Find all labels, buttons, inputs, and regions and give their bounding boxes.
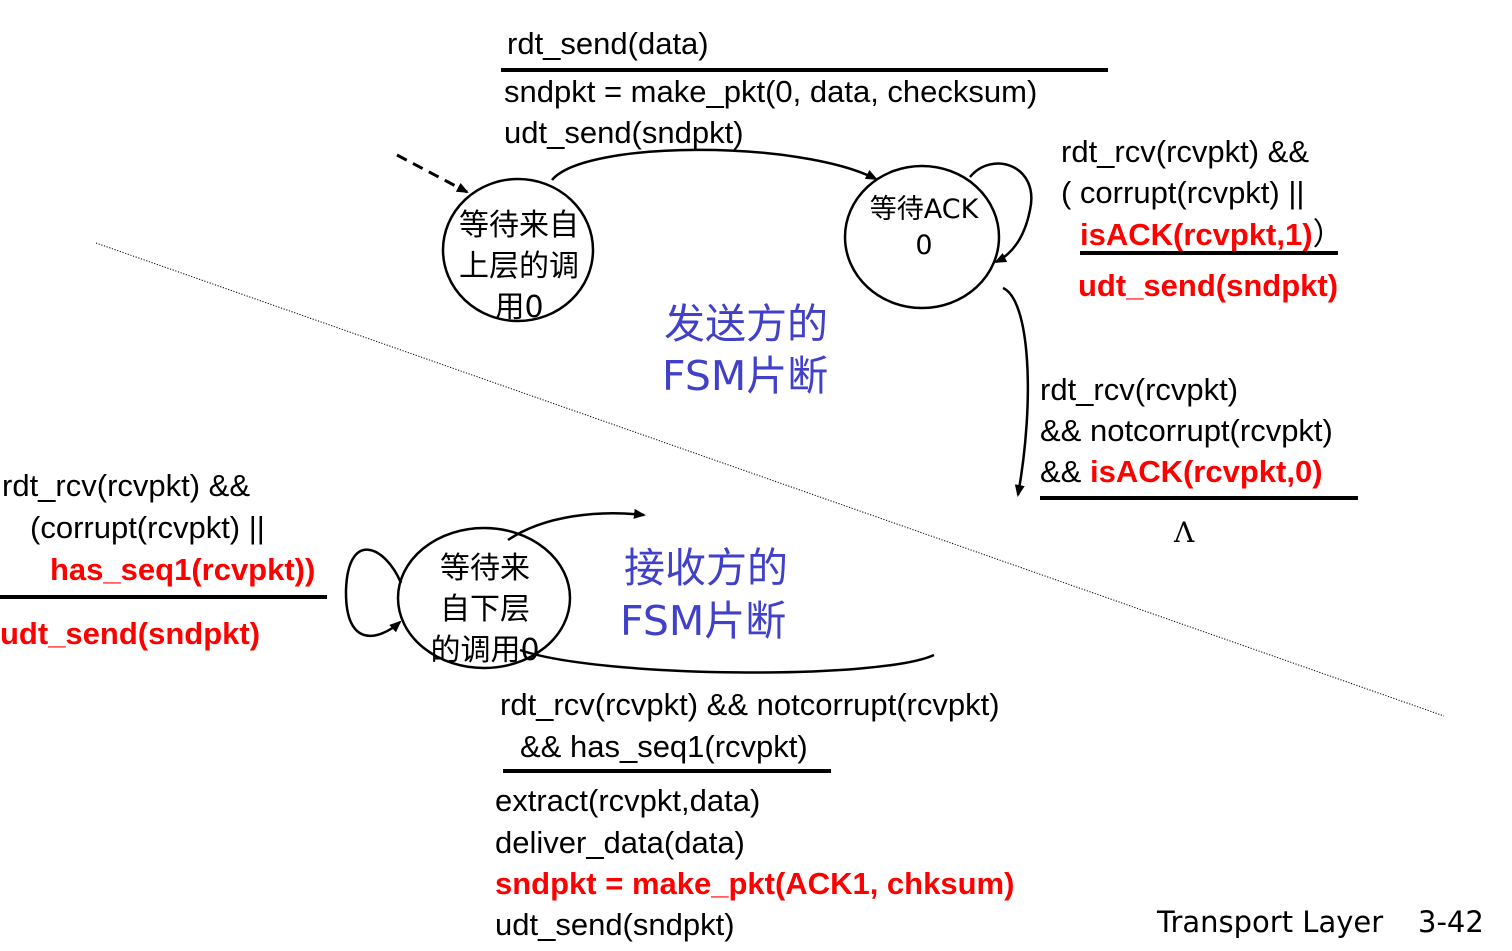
state-wait-call-0-line-2: 上层的调	[459, 249, 579, 284]
receiver-trans-action-2: deliver_data(data)	[495, 825, 745, 860]
state-wait-below-0-circle[interactable]	[396, 526, 572, 670]
sender-self-loop-isack1: isACK(rcvpkt,1)	[1080, 217, 1313, 252]
state-wait-ack-0-line-2: 0	[915, 230, 933, 261]
sender-self-loop-line-2: ( corrupt(rcvpkt) ||	[1061, 175, 1305, 210]
receiver-self-loop-separator	[0, 595, 327, 599]
state-wait-call-0-line-1: 等待来自	[459, 208, 579, 243]
receiver-self-loop-line-2: (corrupt(rcvpkt) ||	[30, 510, 265, 545]
receiver-self-loop-line-3: has_seq1(rcvpkt))	[50, 552, 316, 587]
state-wait-ack-0[interactable]: 等待ACK 0	[848, 192, 1000, 264]
state-wait-below-0[interactable]: 等待来 自下层 的调用0	[410, 548, 560, 671]
sender-self-loop-action: udt_send(sndpkt)	[1078, 268, 1339, 303]
sender-ack0-line-3: && isACK(rcvpkt,0)	[1040, 456, 1323, 487]
footer-page-number: 3-42	[1418, 905, 1484, 939]
footer-title: Transport Layer	[1157, 905, 1384, 939]
sender-ack0-action-lambda: Λ	[1174, 516, 1195, 549]
receiver-fsm-label-line-2: FSM片断	[620, 597, 787, 645]
receiver-trans-action-4: udt_send(sndpkt)	[495, 907, 735, 942]
sender-init-action-2: udt_send(sndpkt)	[504, 115, 744, 150]
sender-send-transition-arrow	[551, 148, 878, 181]
sender-self-loop-line-1: rdt_rcv(rcvpkt) &&	[1061, 134, 1310, 169]
sender-self-loop-arrow	[969, 162, 1033, 264]
state-wait-ack-0-line-1: 等待ACK	[869, 194, 979, 225]
state-wait-below-0-line-1: 等待来	[440, 551, 530, 586]
state-wait-call-0-circle[interactable]	[441, 177, 595, 323]
receiver-self-loop-line-1: rdt_rcv(rcvpkt) &&	[2, 468, 251, 503]
sender-self-loop-close-paren: ）	[1312, 217, 1344, 252]
sender-receiver-divider	[95, 242, 1445, 717]
sender-ack0-isack0: isACK(rcvpkt,0)	[1089, 454, 1323, 489]
sender-ack0-transition-arrow	[1002, 286, 1030, 497]
receiver-outgoing-arrow	[507, 508, 646, 542]
state-wait-ack-0-circle[interactable]	[843, 164, 1001, 310]
state-wait-below-0-line-3: 的调用0	[430, 633, 540, 668]
sender-self-loop-line-3: isACK(rcvpkt,1)）	[1080, 219, 1344, 250]
initial-state-arrow	[396, 153, 469, 194]
receiver-transition-arrow	[519, 648, 935, 674]
sender-ack0-prefix: &&	[1040, 454, 1090, 489]
sender-ack0-line-1: rdt_rcv(rcvpkt)	[1040, 372, 1239, 407]
receiver-fsm-label-line-1: 接收方的	[624, 544, 788, 592]
receiver-trans-line-1: rdt_rcv(rcvpkt) && notcorrupt(rcvpkt)	[500, 687, 1000, 722]
sender-fsm-label-line-2: FSM片断	[662, 352, 829, 400]
sender-fsm-label-line-1: 发送方的	[664, 300, 828, 348]
sender-ack0-line-2: && notcorrupt(rcvpkt)	[1040, 413, 1333, 448]
state-wait-call-0[interactable]: 等待来自 上层的调 用0	[443, 205, 595, 328]
sender-init-event: rdt_send(data)	[507, 26, 709, 61]
sender-ack0-separator	[1040, 496, 1358, 500]
receiver-self-loop-arrow	[344, 548, 403, 638]
state-wait-below-0-line-2: 自下层	[440, 592, 530, 627]
receiver-self-loop-action: udt_send(sndpkt)	[0, 616, 261, 651]
receiver-trans-separator	[503, 769, 831, 773]
sender-self-loop-separator	[1080, 251, 1338, 255]
receiver-trans-action-1: extract(rcvpkt,data)	[495, 783, 761, 818]
sender-init-separator	[501, 68, 1108, 72]
receiver-trans-action-3: sndpkt = make_pkt(ACK1, chksum)	[495, 866, 1015, 901]
receiver-trans-line-2: && has_seq1(rcvpkt)	[520, 729, 808, 764]
sender-init-action-1: sndpkt = make_pkt(0, data, checksum)	[504, 74, 1038, 109]
state-wait-call-0-line-3: 用0	[494, 290, 544, 325]
